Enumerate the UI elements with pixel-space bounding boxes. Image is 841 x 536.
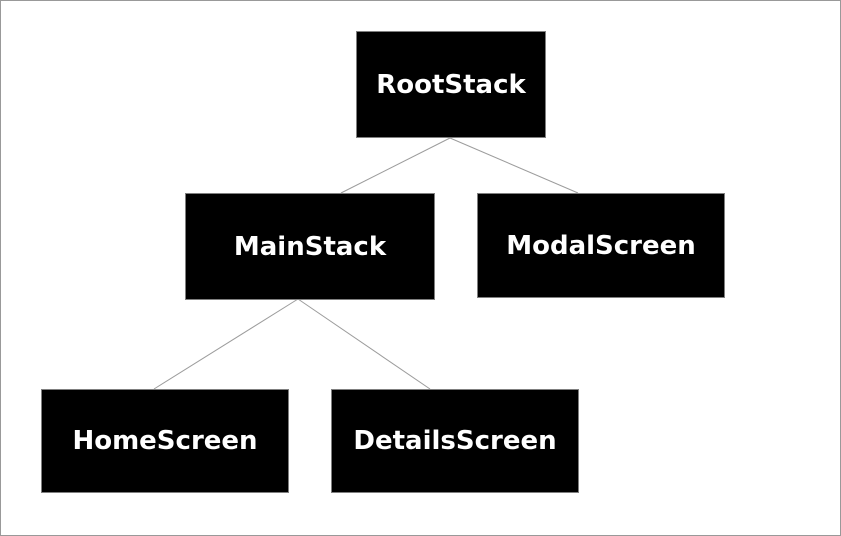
- node-modalscreen-label: ModalScreen: [506, 230, 696, 261]
- node-rootstack: RootStack: [356, 31, 546, 138]
- edge-mainstack-detailsscreen: [297, 298, 431, 390]
- node-detailsscreen-label: DetailsScreen: [353, 426, 557, 456]
- edge-rootstack-mainstack: [340, 137, 451, 194]
- node-rootstack-label: RootStack: [376, 69, 526, 100]
- node-modalscreen: ModalScreen: [477, 193, 725, 298]
- node-mainstack: MainStack: [185, 193, 435, 300]
- node-homescreen-label: HomeScreen: [72, 426, 258, 456]
- edge-mainstack-homescreen: [153, 298, 299, 390]
- node-detailsscreen: DetailsScreen: [331, 389, 579, 493]
- node-homescreen: HomeScreen: [41, 389, 289, 493]
- edge-rootstack-modalscreen: [449, 137, 579, 194]
- node-mainstack-label: MainStack: [233, 231, 387, 262]
